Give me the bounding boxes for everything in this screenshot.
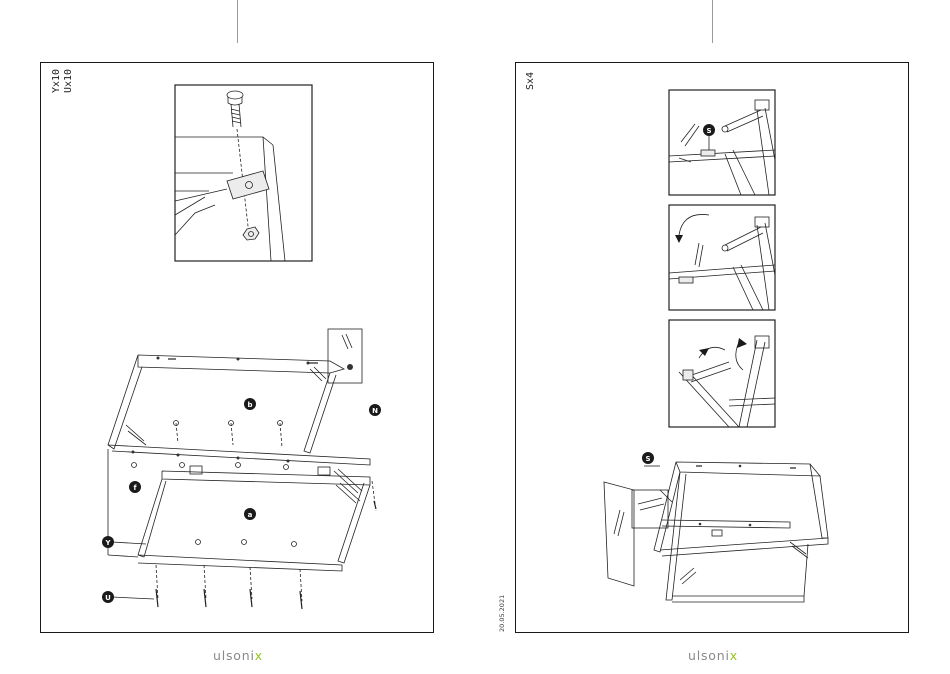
fold-mark-right bbox=[712, 0, 713, 43]
badge-panel-b: b bbox=[247, 401, 252, 409]
brand-logo-left: ulsonix bbox=[213, 648, 263, 663]
rotate-arrow-icon bbox=[679, 214, 709, 235]
badge-panel-a: a bbox=[248, 511, 253, 519]
part-label-s: Sx4 bbox=[525, 72, 536, 90]
nut-icon bbox=[243, 227, 259, 240]
step-1-illustration: S bbox=[669, 90, 775, 195]
screw-icon bbox=[342, 334, 352, 349]
part-label-y: Yx10 bbox=[51, 69, 62, 93]
cabinet-overview-illustration: S bbox=[600, 450, 830, 605]
document-date: 20.05.2021 bbox=[498, 595, 506, 632]
step-2-illustration bbox=[669, 205, 775, 310]
badge-step1-s: S bbox=[706, 127, 711, 135]
brand-logo-right: ulsonix bbox=[688, 648, 738, 663]
bolt-icon bbox=[227, 91, 243, 127]
frame-assembly-illustration: b N f a Y U bbox=[98, 325, 388, 615]
badge-part-u: U bbox=[105, 594, 111, 602]
part-label-u: Ux10 bbox=[63, 69, 74, 93]
bolt-detail-illustration bbox=[175, 85, 312, 261]
bolt-row-icons bbox=[156, 589, 302, 609]
badge-overview-s: S bbox=[645, 455, 650, 463]
fold-mark-left bbox=[237, 0, 238, 43]
badge-part-y: Y bbox=[104, 539, 111, 547]
step-3-illustration bbox=[669, 320, 775, 427]
badge-panel-n: N bbox=[372, 407, 378, 415]
